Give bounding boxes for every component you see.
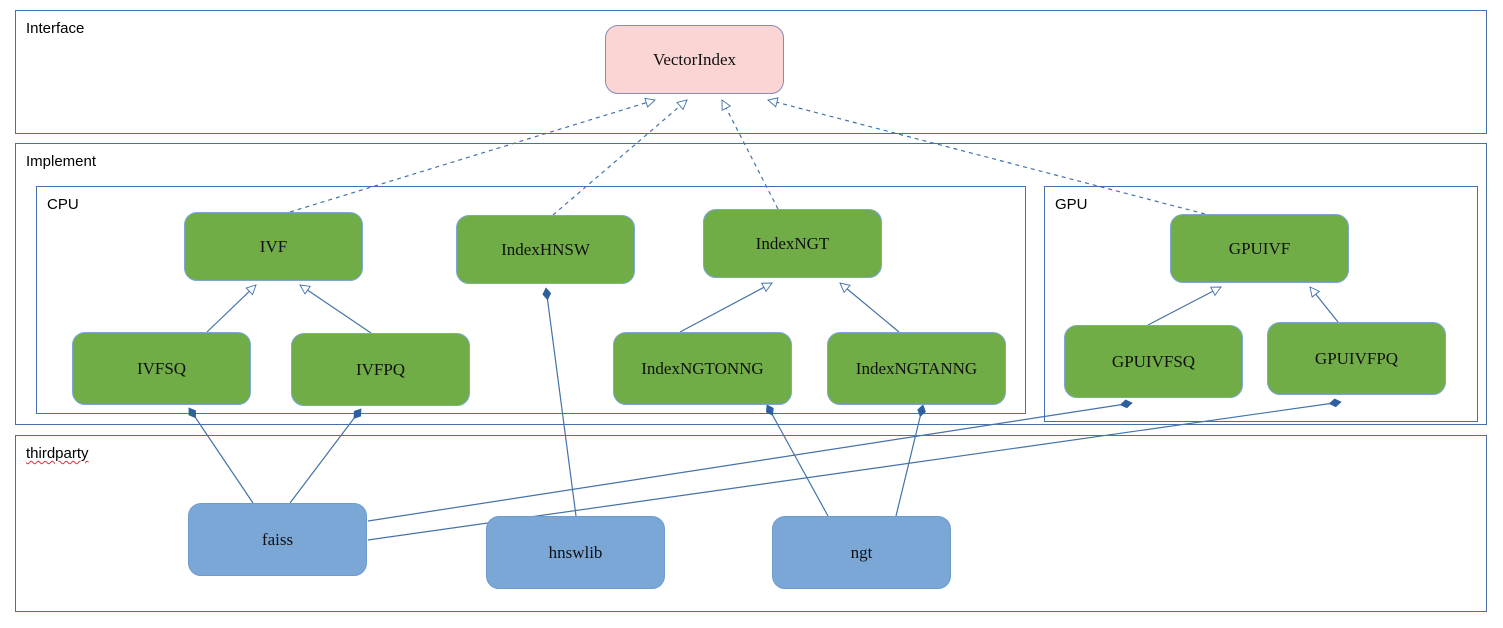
node-gpuivf[interactable]: GPUIVF: [1170, 214, 1349, 283]
node-vectorindex[interactable]: VectorIndex: [605, 25, 784, 94]
node-label-ivfsq: IVFSQ: [136, 359, 187, 378]
node-label-indexngtanng: IndexNGTANNG: [855, 359, 978, 378]
node-label-indexhnsw: IndexHNSW: [501, 240, 590, 259]
panel-label-implement: Implement: [26, 153, 97, 170]
node-ivfpq[interactable]: IVFPQ: [291, 333, 470, 406]
node-indexngtonng[interactable]: IndexNGTONNG: [613, 332, 792, 405]
subpanel-label-gpu: GPU: [1055, 196, 1088, 213]
node-label-ivf: IVF: [259, 237, 288, 256]
node-hnswlib[interactable]: hnswlib: [486, 516, 665, 589]
node-label-faiss: faiss: [261, 530, 294, 549]
node-label-gpuivfpq: GPUIVFPQ: [1314, 349, 1399, 368]
node-faiss[interactable]: faiss: [188, 503, 367, 576]
node-ivfsq[interactable]: IVFSQ: [72, 332, 251, 405]
node-ivf[interactable]: IVF: [184, 212, 363, 281]
node-label-ngt: ngt: [850, 543, 873, 562]
node-label-indexngt: IndexNGT: [755, 234, 830, 253]
node-gpuivfpq[interactable]: GPUIVFPQ: [1267, 322, 1446, 395]
node-gpuivfsq[interactable]: GPUIVFSQ: [1064, 325, 1243, 398]
panel-label-thirdparty: thirdparty: [26, 445, 89, 462]
node-label-gpuivfsq: GPUIVFSQ: [1111, 352, 1196, 371]
node-label-indexngtonng: IndexNGTONNG: [641, 359, 764, 378]
panel-label-interface: Interface: [26, 20, 85, 37]
node-label-hnswlib: hnswlib: [548, 543, 603, 562]
node-label-gpuivf: GPUIVF: [1228, 239, 1291, 258]
node-label-vectorindex: VectorIndex: [652, 50, 737, 69]
node-ngt[interactable]: ngt: [772, 516, 951, 589]
node-label-ivfpq: IVFPQ: [355, 360, 406, 379]
node-indexngtanng[interactable]: IndexNGTANNG: [827, 332, 1006, 405]
subpanel-label-cpu: CPU: [47, 196, 79, 213]
node-indexhnsw[interactable]: IndexHNSW: [456, 215, 635, 284]
node-indexngt[interactable]: IndexNGT: [703, 209, 882, 278]
